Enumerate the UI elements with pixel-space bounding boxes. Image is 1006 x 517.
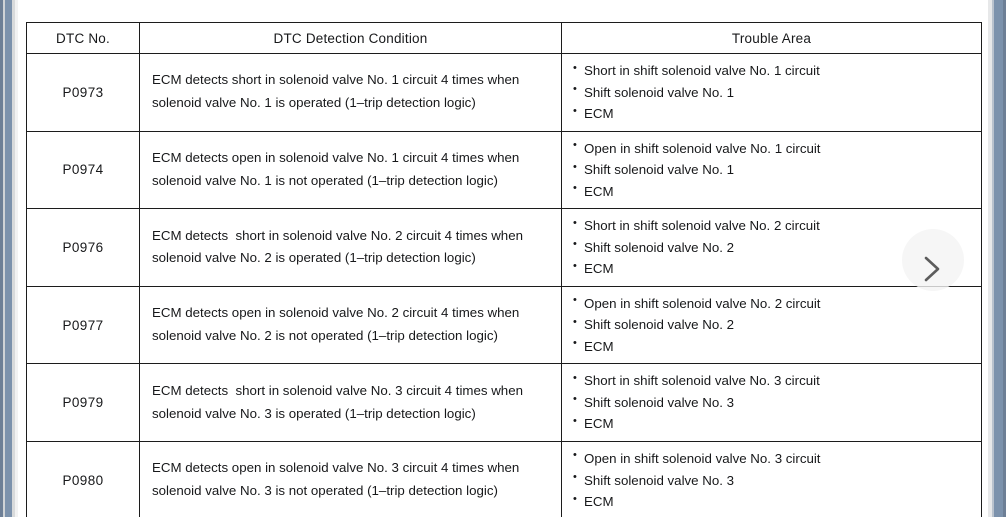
table-header-row: DTC No. DTC Detection Condition Trouble … [26, 22, 982, 54]
trouble-area-item: ECM [573, 413, 973, 435]
condition-line: solenoid valve No. 2 is not operated (1–… [152, 328, 498, 344]
trouble-area-item: ECM [573, 258, 973, 280]
cell-trouble-area: Open in shift solenoid valve No. 2 circu… [561, 285, 982, 365]
trouble-area-item: Shift solenoid valve No. 2 [573, 314, 973, 336]
table-row: P0977 ECM detects open in solenoid valve… [26, 285, 982, 365]
trouble-area-item: ECM [573, 335, 973, 358]
trouble-area-list: Open in shift solenoid valve No. 3 circu… [573, 447, 973, 513]
trouble-area-item: ECM [573, 491, 973, 513]
condition-line: ECM detects short in solenoid valve No. … [152, 382, 523, 398]
cell-trouble-area: Short in shift solenoid valve No. 1 circ… [561, 53, 982, 132]
cell-dtc-no: P0973 [26, 53, 140, 132]
trouble-area-list: Short in shift solenoid valve No. 1 circ… [573, 60, 973, 125]
trouble-area-item: Short in shift solenoid valve No. 3 circ… [573, 370, 973, 392]
cell-detection-condition: ECM detects open in solenoid valve No. 3… [139, 440, 562, 517]
trouble-area-item: Open in shift solenoid valve No. 2 circu… [573, 292, 973, 315]
cell-trouble-area: Open in shift solenoid valve No. 1 circu… [561, 130, 982, 210]
condition-line: solenoid valve No. 3 is operated (1–trip… [152, 405, 476, 421]
trouble-area-item: Open in shift solenoid valve No. 1 circu… [573, 137, 973, 160]
cell-dtc-no: P0977 [26, 285, 140, 365]
gutter-band-grey [12, 0, 15, 517]
column-header-trouble-area: Trouble Area [561, 22, 982, 54]
condition-line: ECM detects open in solenoid valve No. 2… [152, 305, 520, 321]
condition-line: solenoid valve No. 1 is not operated (1–… [152, 172, 498, 188]
cell-trouble-area: Short in shift solenoid valve No. 3 circ… [561, 363, 982, 442]
cell-dtc-no: P0980 [26, 440, 140, 517]
gutter-band-edge [0, 0, 3, 517]
cell-detection-condition: ECM detects short in solenoid valve No. … [139, 208, 562, 287]
gutter-band-grey [992, 0, 994, 517]
cell-detection-condition: ECM detects short in solenoid valve No. … [139, 53, 562, 132]
trouble-area-item: Open in shift solenoid valve No. 3 circu… [573, 447, 973, 470]
table-row: P0980 ECM detects open in solenoid valve… [26, 440, 982, 517]
trouble-area-list: Open in shift solenoid valve No. 1 circu… [573, 137, 973, 203]
cell-dtc-no: P0976 [26, 208, 140, 287]
cell-detection-condition: ECM detects open in solenoid valve No. 2… [139, 285, 562, 365]
scanned-page: DTC No. DTC Detection Condition Trouble … [18, 0, 988, 517]
condition-line: ECM detects open in solenoid valve No. 1… [152, 150, 520, 166]
gutter-band-light [3, 0, 5, 517]
trouble-area-item: Shift solenoid valve No. 1 [573, 159, 973, 181]
table-row: P0976 ECM detects short in solenoid valv… [26, 208, 982, 287]
trouble-area-item: ECM [573, 180, 973, 203]
trouble-area-item: Short in shift solenoid valve No. 1 circ… [573, 60, 973, 82]
cell-trouble-area: Open in shift solenoid valve No. 3 circu… [561, 440, 982, 517]
column-header-detection-condition: DTC Detection Condition [139, 22, 562, 54]
table-row: P0974 ECM detects open in solenoid valve… [26, 130, 982, 210]
gutter-band-blue [5, 0, 12, 517]
trouble-area-list: Short in shift solenoid valve No. 3 circ… [573, 370, 973, 435]
gutter-band-edge [1003, 0, 1006, 517]
dtc-table: DTC No. DTC Detection Condition Trouble … [26, 22, 982, 517]
condition-line: solenoid valve No. 2 is operated (1–trip… [152, 250, 476, 266]
trouble-area-list: Short in shift solenoid valve No. 2 circ… [573, 215, 973, 280]
cell-dtc-no: P0979 [26, 363, 140, 442]
gutter-band-blue [994, 0, 1003, 517]
cell-detection-condition: ECM detects open in solenoid valve No. 1… [139, 130, 562, 210]
trouble-area-item: Shift solenoid valve No. 1 [573, 81, 973, 104]
gutter-band-page [15, 0, 18, 517]
viewer-left-gutter [0, 0, 18, 517]
trouble-area-item: ECM [573, 103, 973, 125]
trouble-area-item: Shift solenoid valve No. 3 [573, 469, 973, 492]
trouble-area-item: Short in shift solenoid valve No. 2 circ… [573, 215, 973, 237]
trouble-area-item: Shift solenoid valve No. 2 [573, 236, 973, 259]
chevron-right-icon [902, 255, 964, 283]
condition-line: ECM detects short in solenoid valve No. … [152, 72, 520, 88]
table-body: P0973 ECM detects short in solenoid valv… [26, 53, 982, 517]
condition-line: ECM detects open in solenoid valve No. 3… [152, 460, 520, 476]
table-row: P0973 ECM detects short in solenoid valv… [26, 53, 982, 132]
table-row: P0979 ECM detects short in solenoid valv… [26, 363, 982, 442]
trouble-area-item: Shift solenoid valve No. 3 [573, 391, 973, 414]
condition-line: solenoid valve No. 1 is operated (1–trip… [152, 95, 476, 111]
gutter-band-page [988, 0, 992, 517]
condition-line: solenoid valve No. 3 is not operated (1–… [152, 483, 498, 499]
cell-detection-condition: ECM detects short in solenoid valve No. … [139, 363, 562, 442]
viewer-right-gutter [988, 0, 1006, 517]
column-header-dtc-no: DTC No. [26, 22, 140, 54]
next-image-button[interactable] [902, 229, 964, 291]
cell-dtc-no: P0974 [26, 130, 140, 210]
condition-line: ECM detects short in solenoid valve No. … [152, 227, 523, 243]
trouble-area-list: Open in shift solenoid valve No. 2 circu… [573, 292, 973, 358]
